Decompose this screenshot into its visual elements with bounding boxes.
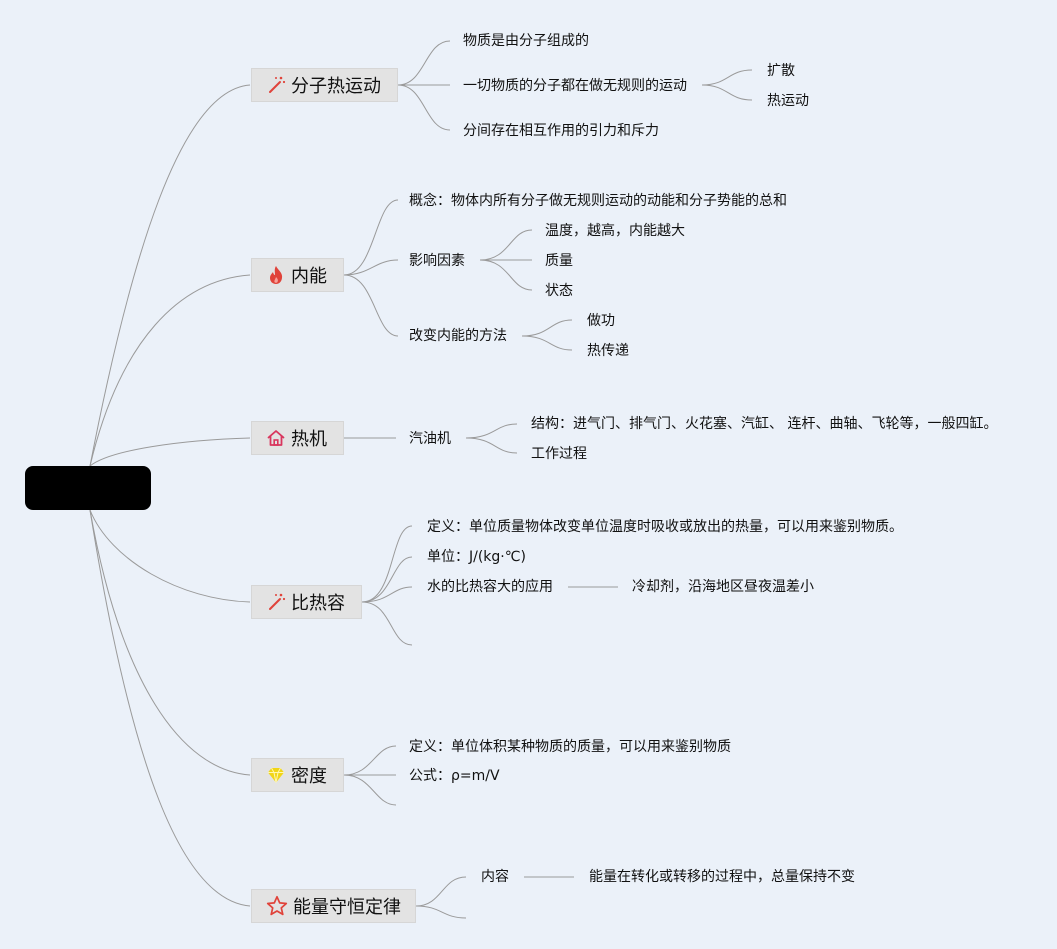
node-intermolecular-forces[interactable]: 分间存在相互作用的引力和斥力 (463, 123, 659, 139)
line-t5-n5_1 (343, 745, 397, 776)
node-density-formula[interactable]: 公式：ρ=m/V (409, 768, 500, 784)
line-t6-n6_1 (415, 876, 467, 907)
line-t5-empty (343, 774, 397, 806)
node-specific-heat-definition[interactable]: 定义：单位质量物体改变单位温度时吸收或放出的热量，可以用来鉴别物质。 (427, 519, 903, 535)
node-gasoline-engine[interactable]: 汽油机 (409, 431, 451, 447)
line-t2-n2_3 (343, 274, 399, 337)
house-icon (266, 428, 286, 448)
node-mass[interactable]: 质量 (545, 253, 573, 269)
line-t6-empty (415, 905, 467, 919)
topic-label: 热机 (291, 429, 327, 450)
line-t4-n4_1 (361, 525, 413, 603)
line-n1_2-b (701, 84, 753, 101)
line-root-t1 (89, 84, 251, 467)
node-diffusion[interactable]: 扩散 (767, 63, 795, 79)
line-n3_1-a (465, 423, 518, 439)
line-t4-n4_2 (361, 556, 413, 603)
node-conservation-statement[interactable]: 能量在转化或转移的过程中，总量保持不变 (589, 869, 855, 885)
node-specific-heat-unit[interactable]: 单位：J/(kg·℃) (427, 549, 526, 565)
line-root-t2 (89, 274, 251, 467)
topic-density[interactable]: 密度 (251, 758, 344, 792)
topic-specific-heat[interactable]: 比热容 (251, 585, 362, 619)
node-working-process[interactable]: 工作过程 (531, 446, 587, 462)
topic-label: 能量守恒定律 (293, 897, 401, 918)
line-root-t3 (89, 437, 251, 467)
line-t4-empty (361, 601, 413, 646)
line-n1_2-a (701, 69, 753, 86)
magic-wand-icon (266, 75, 286, 95)
node-heat-transfer[interactable]: 热传递 (587, 343, 629, 359)
line-root-t4 (89, 509, 251, 603)
line-t2-n2_1 (343, 199, 399, 276)
line-n2_3-a (521, 319, 573, 337)
node-state[interactable]: 状态 (545, 283, 573, 299)
node-structure[interactable]: 结构：进气门、排气门、火花塞、汽缸、 连杆、曲轴、飞轮等，一般四缸。 (531, 416, 998, 432)
node-molecules-composition[interactable]: 物质是由分子组成的 (463, 33, 589, 49)
node-influencing-factors[interactable]: 影响因素 (409, 253, 465, 269)
star-icon (266, 895, 288, 917)
line-t1-n1_3 (397, 84, 451, 131)
node-work[interactable]: 做功 (587, 313, 615, 329)
topic-heat-engine[interactable]: 热机 (251, 421, 344, 455)
node-internal-energy-concept[interactable]: 概念：物体内所有分子做无规则运动的动能和分子势能的总和 (409, 193, 787, 209)
topic-label: 分子热运动 (291, 76, 381, 97)
line-t1-n1_1 (397, 40, 451, 86)
magic-wand-icon (266, 592, 286, 612)
line-n2_3-b (521, 335, 573, 351)
node-density-definition[interactable]: 定义：单位体积某种物质的质量，可以用来鉴别物质 (409, 739, 731, 755)
line-root-t6 (89, 509, 251, 907)
diamond-icon (266, 765, 286, 785)
node-temperature[interactable]: 温度，越高，内能越大 (545, 223, 685, 239)
topic-label: 密度 (291, 766, 327, 787)
topic-internal-energy[interactable]: 内能 (251, 258, 344, 292)
node-coolant[interactable]: 冷却剂，沿海地区昼夜温差小 (632, 579, 814, 595)
node-water-application[interactable]: 水的比热容大的应用 (427, 579, 553, 595)
line-root-t5 (89, 509, 251, 776)
topic-molecular-motion[interactable]: 分子热运动 (251, 68, 398, 102)
line-n2_2-c (479, 259, 533, 291)
node-thermal-motion[interactable]: 热运动 (767, 93, 809, 109)
line-n3_1-b (465, 437, 518, 454)
line-t2-n2_2 (343, 259, 399, 276)
line-t4-n4_3 (361, 586, 413, 603)
root-node[interactable] (25, 466, 151, 510)
node-random-motion[interactable]: 一切物质的分子都在做无规则的运动 (463, 78, 687, 94)
node-content[interactable]: 内容 (481, 869, 509, 885)
flame-icon (266, 265, 286, 285)
topic-label: 内能 (291, 266, 327, 287)
line-n2_2-a (479, 229, 533, 261)
topic-energy-conservation[interactable]: 能量守恒定律 (251, 889, 416, 923)
node-change-methods[interactable]: 改变内能的方法 (409, 328, 507, 344)
topic-label: 比热容 (291, 593, 345, 614)
